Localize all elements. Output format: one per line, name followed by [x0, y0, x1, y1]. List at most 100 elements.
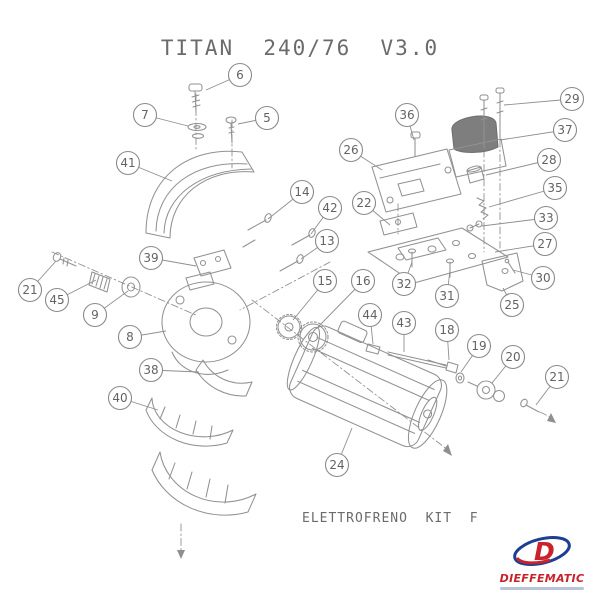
balloon-circle: [312, 268, 338, 294]
balloon-circle: [357, 302, 383, 328]
part-coupling-20: [467, 380, 506, 403]
balloon-number: 21: [549, 370, 564, 384]
balloon-circle: [254, 105, 280, 131]
part-screw-18: [427, 359, 459, 374]
balloon-16: 16: [316, 268, 376, 329]
balloon-number: 18: [439, 323, 454, 337]
balloon-circle: [115, 150, 141, 176]
part-grommet-9: [121, 276, 141, 298]
balloon-35: 35: [488, 175, 568, 208]
part-cylinder-28: [466, 165, 485, 184]
balloon-circle: [338, 137, 364, 163]
balloon-circle: [117, 324, 143, 350]
drawing-title: TITAN 240/76 V3.0: [160, 36, 440, 60]
balloon-circle: [227, 62, 253, 88]
part-screws-29: [479, 87, 505, 149]
part-screw-5: [225, 116, 237, 144]
balloon-42: 42: [310, 195, 343, 235]
balloon-circle: [394, 102, 420, 128]
balloon-number: 38: [143, 363, 158, 377]
part-plate-27: [367, 227, 509, 284]
balloon-26: 26: [338, 137, 383, 171]
balloon-circle: [536, 147, 562, 173]
balloon-number: 22: [356, 196, 371, 210]
balloon-circle: [530, 265, 556, 291]
balloon-number: 43: [396, 316, 411, 330]
balloon-number: 29: [564, 92, 579, 106]
balloon-circle: [350, 268, 376, 294]
part-screw-36: [410, 131, 421, 157]
part-screw-6: [188, 83, 203, 113]
balloon-circle: [466, 333, 492, 359]
part-spring-35: [476, 197, 489, 220]
part-shell-40-upper: [145, 397, 234, 447]
balloon-14: 14: [267, 179, 315, 220]
part-screws-center: [242, 213, 316, 272]
balloon-7: 7: [132, 102, 189, 128]
balloon-number: 32: [396, 277, 411, 291]
balloon-number: 26: [343, 143, 358, 157]
kit-caption: ELETTROFRENO KIT F: [302, 511, 479, 526]
part-coil-26: [371, 148, 462, 213]
balloon-circle: [434, 317, 460, 343]
balloon-25: 25: [499, 287, 525, 318]
balloon-6: 6: [205, 62, 253, 91]
balloon-number: 6: [236, 68, 244, 82]
part-rod-43: [387, 351, 447, 369]
balloon-circle: [107, 385, 133, 411]
balloon-number: 25: [504, 298, 519, 312]
balloon-43: 43: [391, 310, 417, 352]
balloon-circle: [542, 175, 568, 201]
balloon-28: 28: [485, 147, 562, 176]
balloon-32: 32: [391, 261, 417, 297]
balloon-19: 19: [460, 333, 492, 373]
part-screw-21-right: [520, 398, 540, 413]
balloon-number: 42: [322, 201, 337, 215]
balloon-circle: [532, 231, 558, 257]
part-band-41: [145, 150, 255, 239]
part-washers-7: [187, 122, 207, 139]
balloon-38: 38: [138, 357, 200, 383]
part-screw-21-left: [52, 252, 77, 267]
balloon-15: 15: [292, 268, 338, 321]
part-pin-44: [365, 343, 381, 355]
balloon-30: 30: [512, 265, 556, 291]
balloon-21: 21: [17, 260, 57, 303]
part-bracket-39: [185, 249, 232, 291]
part-contact-33: [466, 220, 483, 232]
balloon-9: 9: [82, 290, 129, 328]
balloon-31: 31: [434, 269, 460, 309]
balloon-40: 40: [107, 385, 159, 411]
balloon-circle: [324, 452, 350, 478]
balloon-circle: [552, 117, 578, 143]
balloon-circle: [138, 357, 164, 383]
part-stud-31: [445, 258, 455, 278]
balloon-circle: [314, 228, 340, 254]
balloon-number: 21: [22, 283, 37, 297]
balloon-5: 5: [237, 105, 280, 131]
balloon-37: 37: [499, 117, 578, 143]
balloon-number: 27: [537, 237, 552, 251]
balloon-circle: [434, 283, 460, 309]
balloon-number: 36: [399, 108, 414, 122]
balloon-number: 9: [91, 308, 99, 322]
balloon-18: 18: [434, 317, 460, 361]
balloon-8: 8: [117, 324, 167, 350]
balloon-number: 5: [263, 111, 271, 125]
logo-d-letter: D: [534, 537, 555, 566]
part-bracket-25: [481, 252, 524, 292]
balloon-36: 36: [394, 102, 420, 141]
balloon-41: 41: [115, 150, 173, 182]
part-pin-30: [504, 258, 516, 274]
balloon-33: 33: [481, 205, 559, 231]
balloon-number: 30: [535, 271, 550, 285]
balloon-circle: [391, 310, 417, 336]
balloon-circle: [544, 364, 570, 390]
logo-d-mark-icon: D: [513, 536, 571, 566]
part-shell-40-lower: [151, 451, 257, 516]
balloon-45: 45: [44, 279, 97, 313]
balloon-circle: [17, 277, 43, 303]
